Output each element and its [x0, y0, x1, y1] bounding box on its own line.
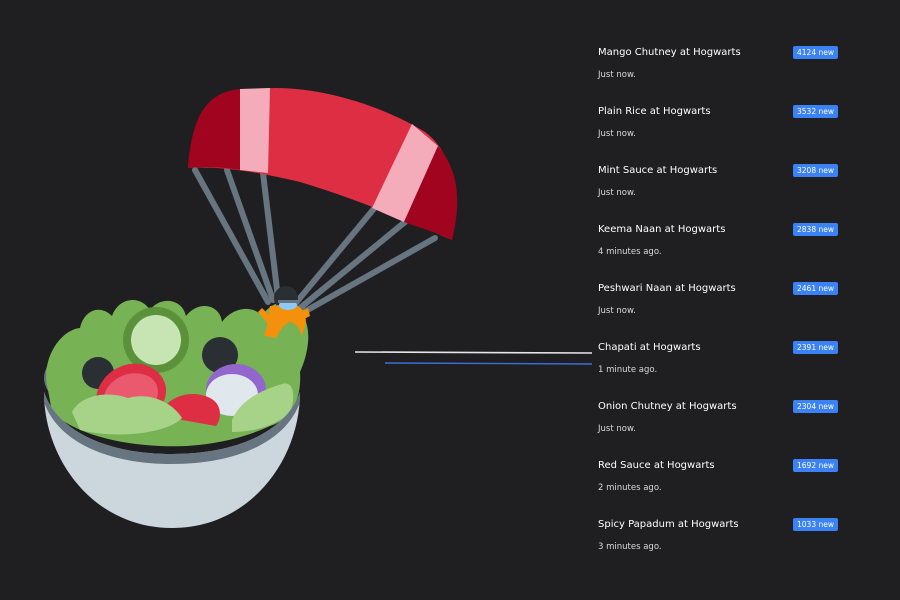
new-count-badge: 4124 new — [793, 46, 838, 59]
salad-toppings — [72, 307, 294, 435]
feed-item-time: Just now. — [598, 188, 636, 198]
new-count-badge: 2461 new — [793, 282, 838, 295]
feed-item-time: Just now. — [598, 70, 636, 80]
feed-item-title: Keema Naan at Hogwarts — [598, 224, 726, 235]
feed-item-title: Red Sauce at Hogwarts — [598, 460, 715, 471]
feed-item-title: Peshwari Naan at Hogwarts — [598, 283, 736, 294]
new-count-badge: 3208 new — [793, 164, 838, 177]
new-count-badge: 3532 new — [793, 105, 838, 118]
feed-item-title: Spicy Papadum at Hogwarts — [598, 519, 739, 530]
speed-lines — [354, 351, 593, 365]
feed-item-title: Mint Sauce at Hogwarts — [598, 165, 718, 176]
feed-item-time: 2 minutes ago. — [598, 483, 662, 493]
new-count-badge: 1033 new — [793, 518, 838, 531]
parachute-strings — [192, 167, 438, 315]
bowl — [44, 392, 300, 528]
feed-item[interactable]: Plain Rice at Hogwarts 3532 new Just now… — [598, 105, 838, 165]
feed-item-time: Just now. — [598, 129, 636, 139]
feed-item-time: 1 minute ago. — [598, 365, 658, 375]
feed-item-time: Just now. — [598, 424, 636, 434]
feed-item-title: Plain Rice at Hogwarts — [598, 106, 711, 117]
new-count-badge: 2391 new — [793, 341, 838, 354]
parachutist-figure — [258, 286, 310, 338]
feed-item[interactable]: Onion Chutney at Hogwarts 2304 new Just … — [598, 400, 838, 460]
feed-item-time: 3 minutes ago. — [598, 542, 662, 552]
feed-item[interactable]: Spicy Papadum at Hogwarts 1033 new 3 min… — [598, 518, 838, 578]
feed-item[interactable]: Keema Naan at Hogwarts 2838 new 4 minute… — [598, 223, 838, 283]
feed-item-title: Mango Chutney at Hogwarts — [598, 47, 741, 58]
feed-item[interactable]: Mint Sauce at Hogwarts 3208 new Just now… — [598, 164, 838, 224]
parachute-canopy — [188, 88, 458, 240]
feed-item[interactable]: Red Sauce at Hogwarts 1692 new 2 minutes… — [598, 459, 838, 519]
feed-item-time: 4 minutes ago. — [598, 247, 662, 257]
new-count-badge: 1692 new — [793, 459, 838, 472]
new-count-badge: 2838 new — [793, 223, 838, 236]
feed-item[interactable]: Mango Chutney at Hogwarts 4124 new Just … — [598, 46, 838, 106]
feed-item-title: Onion Chutney at Hogwarts — [598, 401, 737, 412]
new-count-badge: 2304 new — [793, 400, 838, 413]
feed-item[interactable]: Peshwari Naan at Hogwarts 2461 new Just … — [598, 282, 838, 342]
feed-item-time: Just now. — [598, 306, 636, 316]
feed-item[interactable]: Chapati at Hogwarts 2391 new 1 minute ag… — [598, 341, 838, 401]
feed-item-title: Chapati at Hogwarts — [598, 342, 701, 353]
